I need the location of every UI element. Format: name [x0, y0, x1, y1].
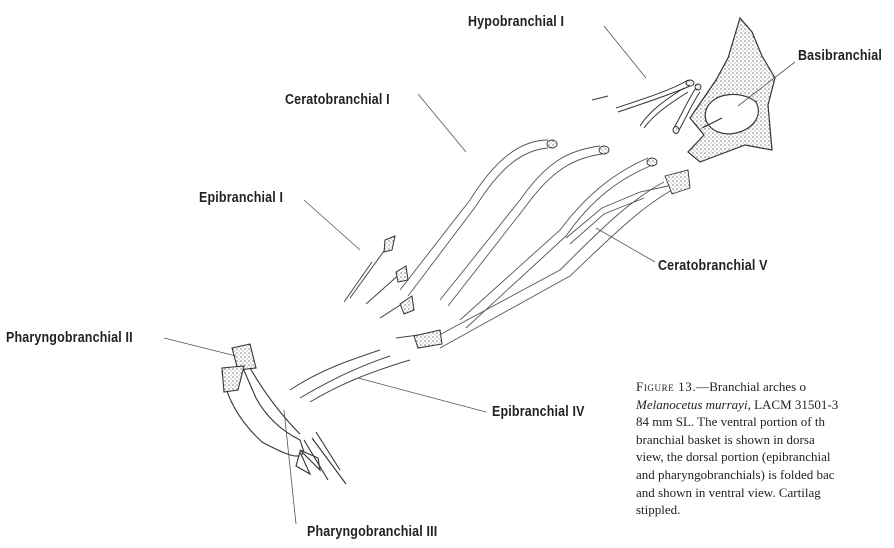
epibranchial-bones: [290, 236, 442, 402]
caption-lead: —Branchial arches o: [696, 379, 806, 394]
label-pharyngobranchial-3: Pharyngobranchial III: [307, 524, 437, 540]
label-hypobranchial-1: Hypobranchial I: [468, 14, 564, 30]
label-pharyngobranchial-2: Pharyngobranchial II: [6, 330, 133, 346]
pharyngobranchial-bones: [222, 344, 346, 484]
basibranchial-bone: [688, 18, 775, 162]
caption-line2: 84 mm SL. The ventral portion of th: [636, 413, 894, 431]
caption-line7: stippled.: [636, 501, 894, 519]
label-ceratobranchial-5: Ceratobranchial V: [658, 258, 768, 274]
caption-line5: and pharyngobranchials) is folded bac: [636, 466, 894, 484]
caption-line1-rest: , LACM 31501-3: [748, 397, 839, 412]
label-epibranchial-4: Epibranchial IV: [492, 404, 585, 420]
hypobranchial-bones: [592, 80, 701, 134]
caption-line6: and shown in ventral view. Cartilag: [636, 484, 894, 502]
label-basibranchial: Basibranchial: [798, 48, 882, 64]
figure-caption: Figure 13.—Branchial arches o Melanocetu…: [636, 378, 894, 519]
ceratobranchial-bones: [400, 140, 690, 348]
caption-line4: view, the dorsal portion (epibranchial: [636, 448, 894, 466]
caption-line3: branchial basket is shown in dorsa: [636, 431, 894, 449]
caption-species: Melanocetus murrayi: [636, 397, 748, 412]
caption-figure-label: Figure 13.: [636, 379, 696, 394]
label-ceratobranchial-1: Ceratobranchial I: [285, 92, 390, 108]
label-epibranchial-1: Epibranchial I: [199, 190, 283, 206]
